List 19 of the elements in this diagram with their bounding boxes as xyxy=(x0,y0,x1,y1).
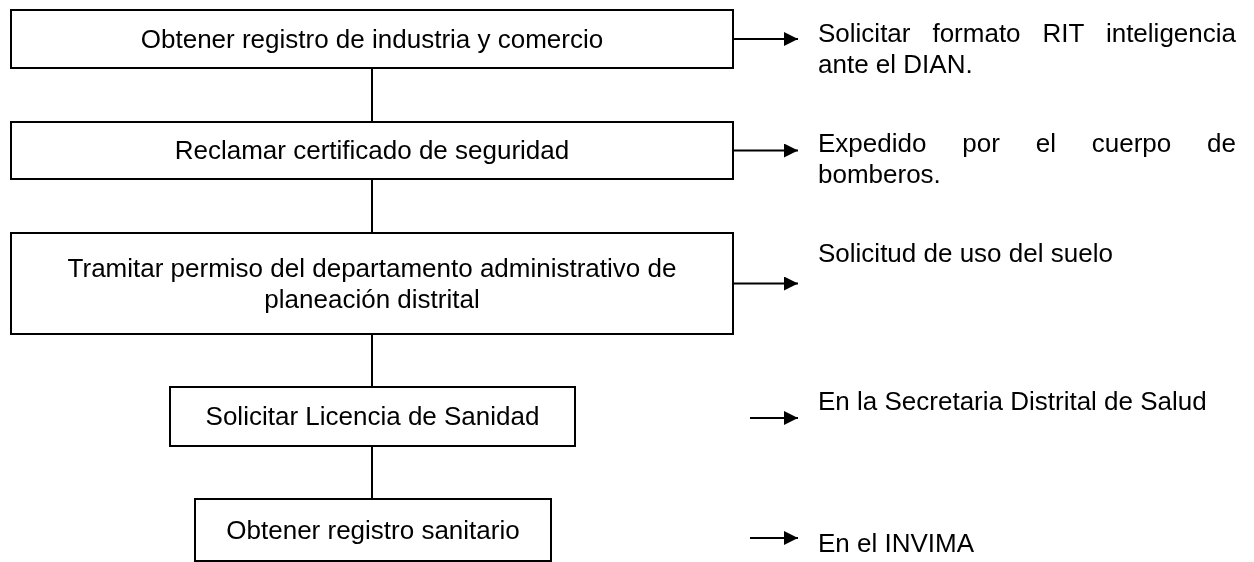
note-text: Solicitud de uso del suelo xyxy=(818,238,1236,278)
arrow xyxy=(733,143,799,158)
arrow xyxy=(733,32,799,46)
connector-line xyxy=(371,179,373,233)
process-box: Obtener registro sanitario xyxy=(194,498,552,562)
note-text: En el INVIMA xyxy=(818,528,1236,562)
note-text: Solicitar formato RIT inteligencia ante el DIAN. xyxy=(818,18,1236,88)
note-text: Expedido por el cuerpo de bomberos. xyxy=(818,128,1236,198)
connector-line xyxy=(371,334,373,387)
process-box: Reclamar certificado de seguridad xyxy=(10,121,734,180)
note-text: En la Secretaria Distrital de Salud xyxy=(818,386,1236,456)
connector-line xyxy=(371,446,373,499)
process-box: Obtener registro de industria y comercio xyxy=(10,9,734,69)
arrow xyxy=(749,411,799,425)
arrow xyxy=(733,276,799,291)
process-box: Tramitar permiso del departamento administrativo de planeación distrital xyxy=(10,232,734,335)
process-box: Solicitar Licencia de Sanidad xyxy=(169,386,576,447)
connector-line xyxy=(371,68,373,122)
arrow xyxy=(749,531,799,545)
